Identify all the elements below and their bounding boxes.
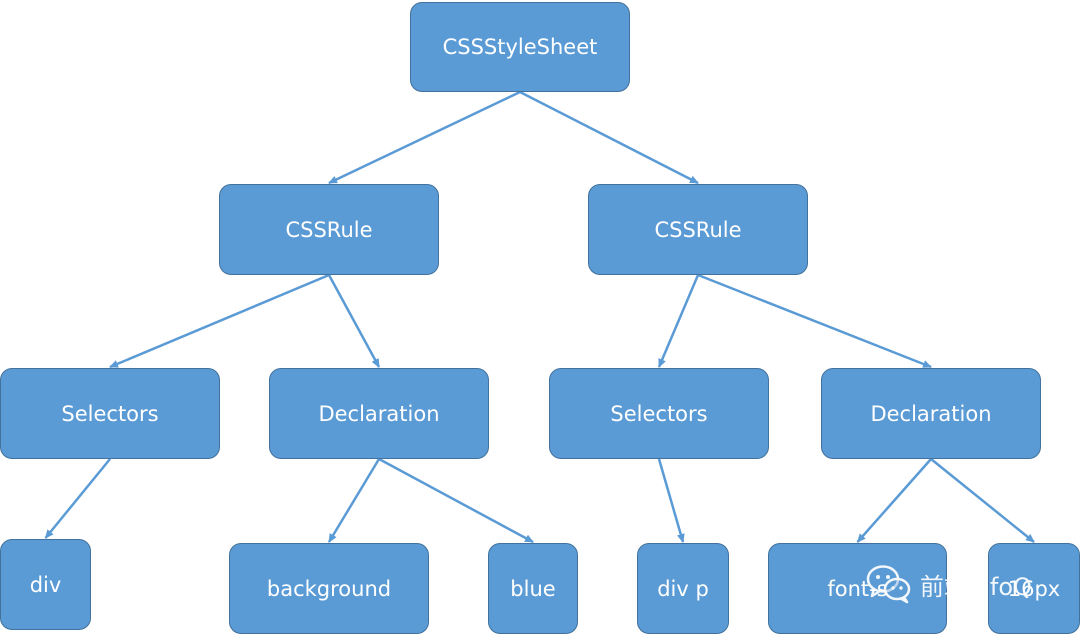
connector-rule_right-declaration_right bbox=[697, 273, 932, 369]
connector-selectors_left-div bbox=[44, 458, 111, 539]
watermark-text: 前端infoQ bbox=[920, 572, 1032, 601]
node-font-size: font-s bbox=[768, 543, 947, 634]
connector-declaration_right-font_size bbox=[856, 458, 932, 543]
connector-declaration_right-px16 bbox=[930, 458, 1035, 543]
node-label: Selectors bbox=[61, 401, 159, 426]
node-label: CSSRule bbox=[285, 217, 373, 242]
node-label: Selectors bbox=[610, 401, 708, 426]
node-blue: blue bbox=[488, 543, 578, 634]
node-declaration-right: Declaration bbox=[821, 368, 1041, 459]
node-label: background bbox=[266, 576, 392, 601]
connector-rule_right-selectors_right bbox=[657, 274, 700, 368]
connector-rule_left-declaration_left bbox=[327, 274, 381, 368]
connector-declaration_left-background bbox=[327, 458, 381, 543]
node-label: CSSRule bbox=[654, 217, 742, 242]
node-label: div bbox=[29, 572, 62, 597]
connector-rule_left-selectors_left bbox=[109, 273, 330, 369]
node-div-p: div p bbox=[637, 543, 729, 634]
node-selectors-right: Selectors bbox=[549, 368, 769, 459]
connector-selectors_right-div_p bbox=[657, 458, 685, 543]
node-label: Declaration bbox=[870, 401, 992, 426]
node-16px: 16px bbox=[988, 543, 1080, 634]
node-label: font-s bbox=[827, 576, 888, 601]
node-div: div bbox=[0, 539, 91, 630]
node-label: CSSStyleSheet bbox=[442, 35, 598, 59]
node-label: div p bbox=[657, 576, 709, 601]
node-cssrule-right: CSSRule bbox=[588, 184, 808, 275]
watermark: 前端infoQ bbox=[866, 564, 1032, 604]
node-cssrule-left: CSSRule bbox=[219, 184, 439, 275]
node-declaration-left: Declaration bbox=[269, 368, 489, 459]
wechat-icon bbox=[866, 565, 911, 604]
connector-root-rule_left bbox=[328, 90, 521, 185]
node-background: background bbox=[229, 543, 429, 634]
connector-declaration_left-blue bbox=[378, 457, 534, 544]
node-label: Declaration bbox=[318, 401, 440, 426]
node-label: blue bbox=[510, 576, 556, 601]
connector-root-rule_right bbox=[519, 90, 699, 185]
node-selectors-left: Selectors bbox=[0, 368, 220, 459]
node-label: 16px bbox=[1007, 576, 1061, 601]
node-cssstylesheet: CSSStyleSheet bbox=[410, 2, 630, 92]
